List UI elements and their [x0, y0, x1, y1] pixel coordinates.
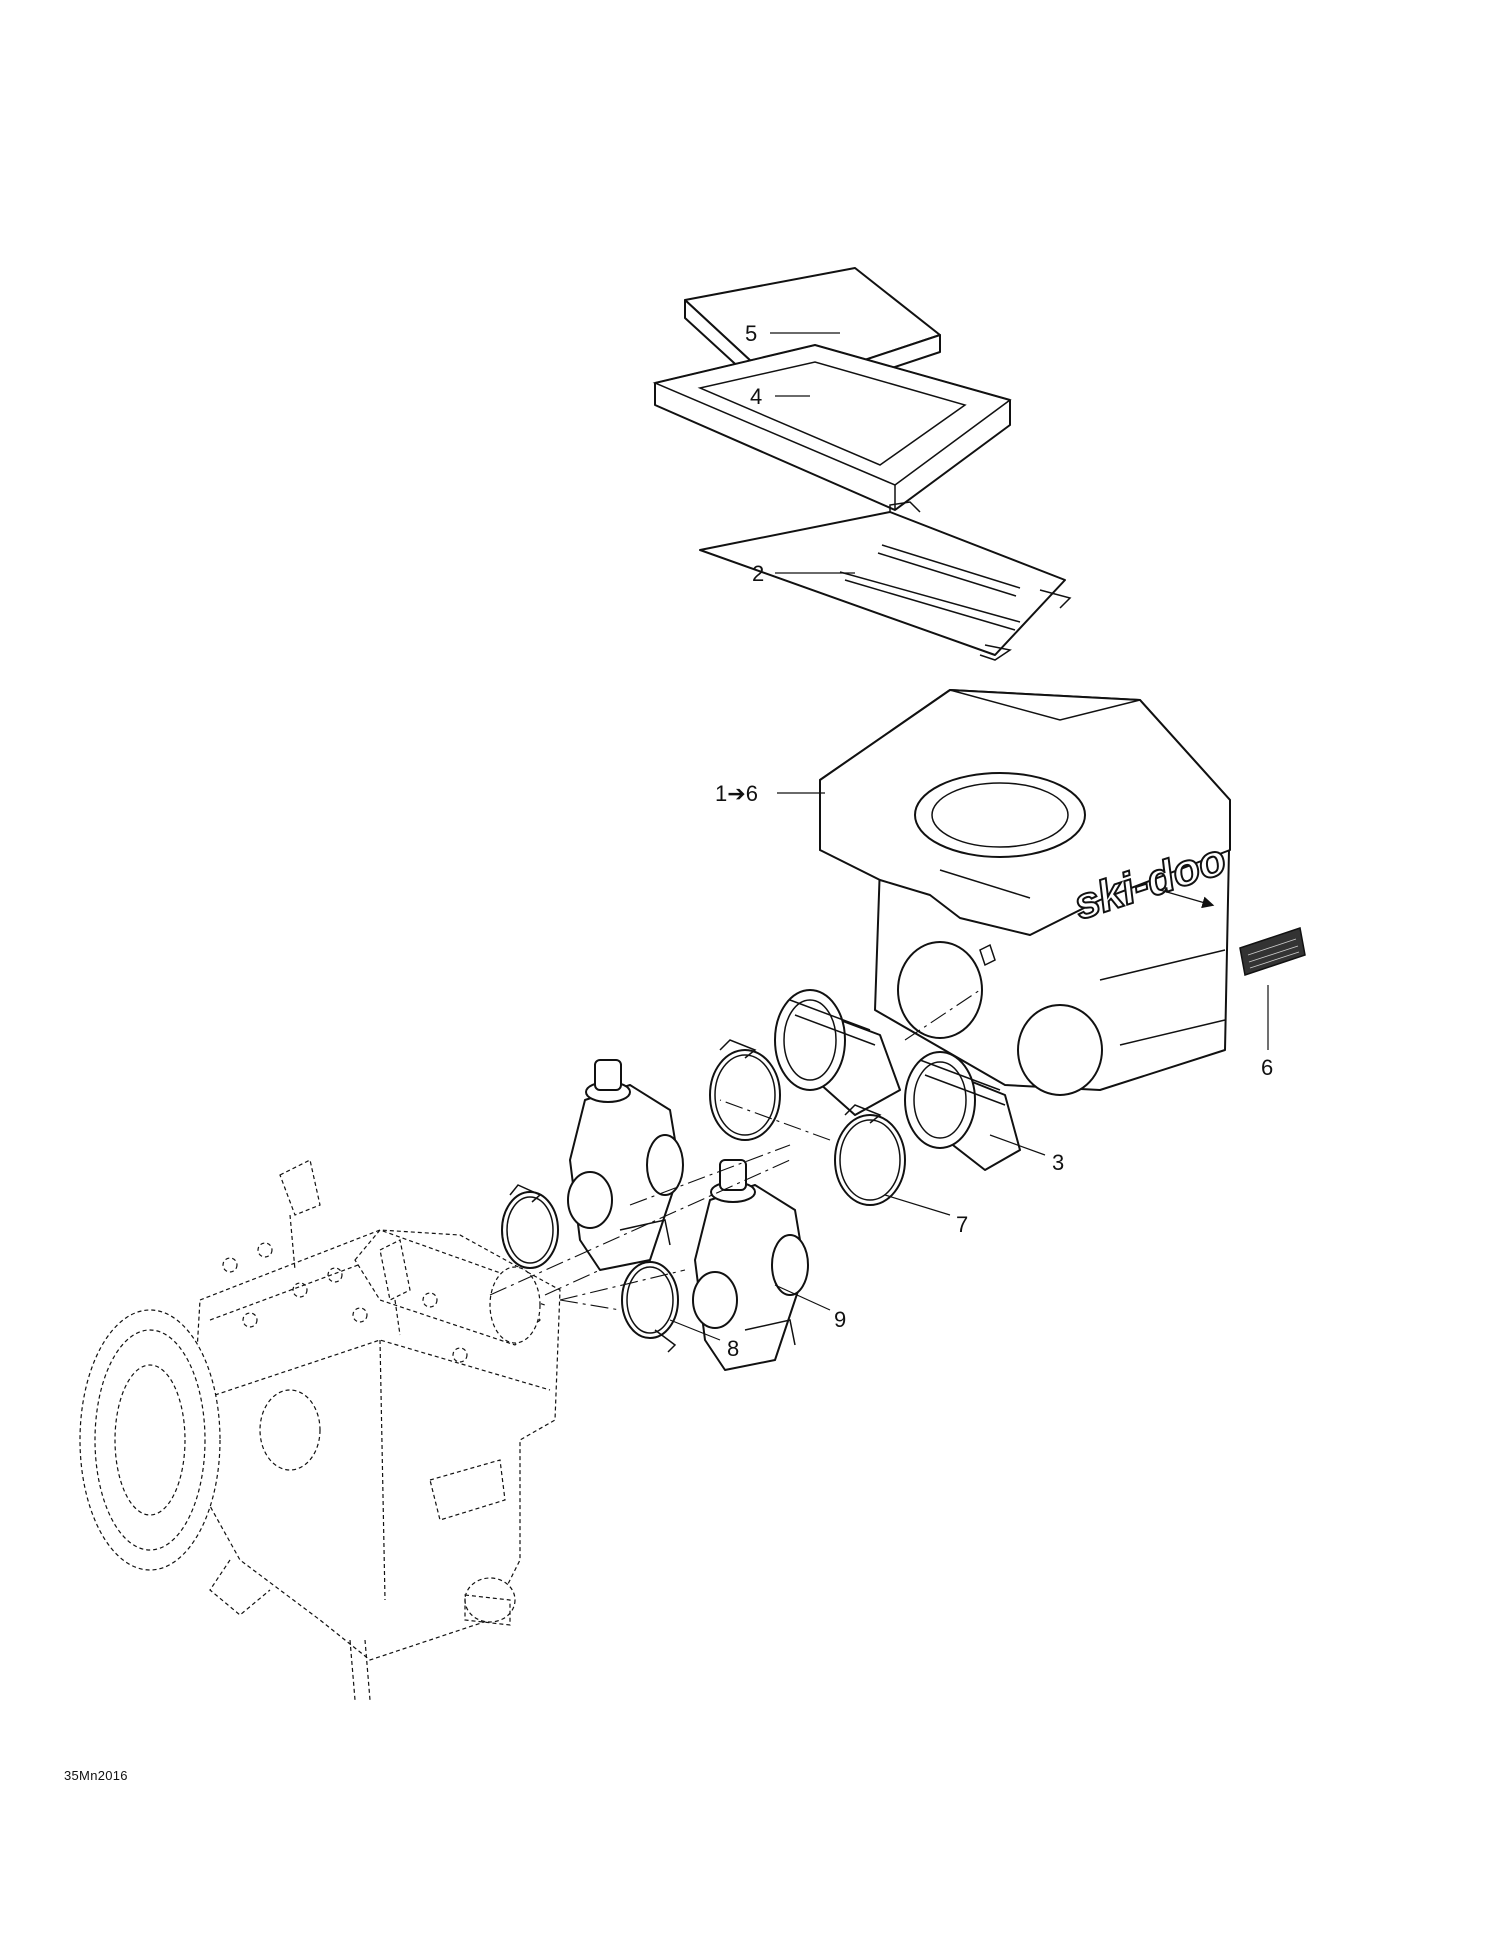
callout-2: 2	[752, 561, 764, 586]
part-8-upper-clamp	[501, 1184, 559, 1269]
svg-text:1➔6: 1➔6	[715, 781, 758, 806]
svg-text:6: 6	[1261, 1055, 1273, 1080]
svg-text:8: 8	[727, 1336, 739, 1361]
callout-4: 4	[750, 384, 762, 409]
callout-6: 6	[1261, 1055, 1273, 1080]
part-8-lower-clamp	[621, 1261, 679, 1353]
callout-8: 8	[727, 1336, 739, 1361]
engine-reference-outline	[79, 1159, 561, 1701]
svg-text:4: 4	[750, 384, 762, 409]
alignment-lines	[489, 989, 981, 1311]
part-7-upper-clamp	[709, 1039, 781, 1141]
callout-3: 3	[1052, 1150, 1064, 1175]
part-6-decal-label	[1239, 927, 1306, 976]
callout-9: 9	[834, 1307, 846, 1332]
callout-7: 7	[956, 1212, 968, 1237]
part-4-filter-frame	[652, 344, 1012, 511]
callout-1-to-6: 1➔6	[715, 781, 758, 806]
part-9-lower-carburetor	[692, 1159, 809, 1371]
svg-text:9: 9	[834, 1307, 846, 1332]
part-1-airbox: ski-doo	[819, 689, 1233, 1096]
part-3-lower-adaptor	[904, 1051, 1021, 1171]
callout-5: 5	[745, 321, 757, 346]
svg-text:5: 5	[745, 321, 757, 346]
part-3-upper-adaptor	[774, 989, 901, 1116]
svg-text:3: 3	[1052, 1150, 1064, 1175]
engine-head-bolts	[222, 1242, 468, 1363]
part-2-plate	[699, 501, 1072, 661]
part-9-upper-carburetor	[567, 1059, 684, 1271]
part-7-lower-clamp	[834, 1104, 906, 1206]
leader-lines	[669, 332, 1269, 1341]
svg-text:7: 7	[956, 1212, 968, 1237]
svg-text:2: 2	[752, 561, 764, 586]
figure-code: 35Mn2016	[64, 1768, 128, 1783]
